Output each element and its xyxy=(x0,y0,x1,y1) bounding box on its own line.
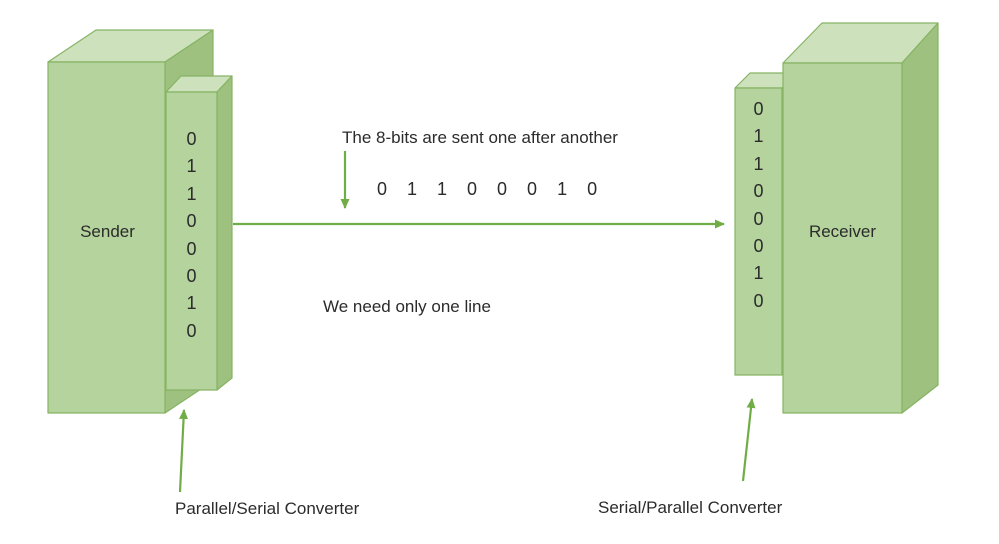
receiver-bit: 0 xyxy=(753,236,764,257)
parallel-serial-pointer-arrow xyxy=(178,409,189,493)
sender-bit: 0 xyxy=(186,266,197,287)
sender-converter-box xyxy=(165,75,233,391)
line-note: We need only one line xyxy=(323,297,491,316)
receiver-label: Receiver xyxy=(808,222,877,241)
parallel-serial-converter-label: Parallel/Serial Converter xyxy=(175,499,360,518)
receiver-box xyxy=(782,22,939,414)
sender-bit: 1 xyxy=(186,156,197,177)
receiver-converter-front-face xyxy=(734,87,783,376)
sender-converter-front-face xyxy=(165,91,218,391)
receiver-bits-column: 0 1 1 0 0 0 1 0 xyxy=(735,96,782,315)
receiver-box-side-face xyxy=(901,22,939,414)
receiver-bit: 1 xyxy=(753,263,764,284)
receiver-bit: 1 xyxy=(753,153,764,174)
sender-bit: 1 xyxy=(186,183,197,204)
receiver-bit: 0 xyxy=(753,181,764,202)
receiver-box-front-face xyxy=(782,62,903,414)
receiver-bit: 0 xyxy=(753,208,764,229)
sender-bit: 0 xyxy=(186,129,197,149)
top-note: The 8-bits are sent one after another xyxy=(342,128,618,147)
sender-bit: 1 xyxy=(186,293,197,314)
serial-parallel-converter-label: Serial/Parallel Converter xyxy=(598,498,783,517)
receiver-bit: 1 xyxy=(753,126,764,147)
sender-label: Sender xyxy=(80,222,135,241)
sender-converter-side-face xyxy=(216,75,233,391)
sender-box-front-face xyxy=(47,61,166,414)
sender-bit: 0 xyxy=(186,320,197,341)
sender-bits-column: 0 1 1 0 0 0 1 0 xyxy=(166,126,217,345)
serial-parallel-pointer-arrow xyxy=(741,398,756,482)
serial-bits-row: 0 1 1 0 0 0 1 0 xyxy=(377,179,599,199)
sender-bit: 0 xyxy=(186,211,197,232)
receiver-bit: 0 xyxy=(753,99,764,119)
receiver-bit: 0 xyxy=(753,290,764,311)
sender-bit: 0 xyxy=(186,238,197,259)
